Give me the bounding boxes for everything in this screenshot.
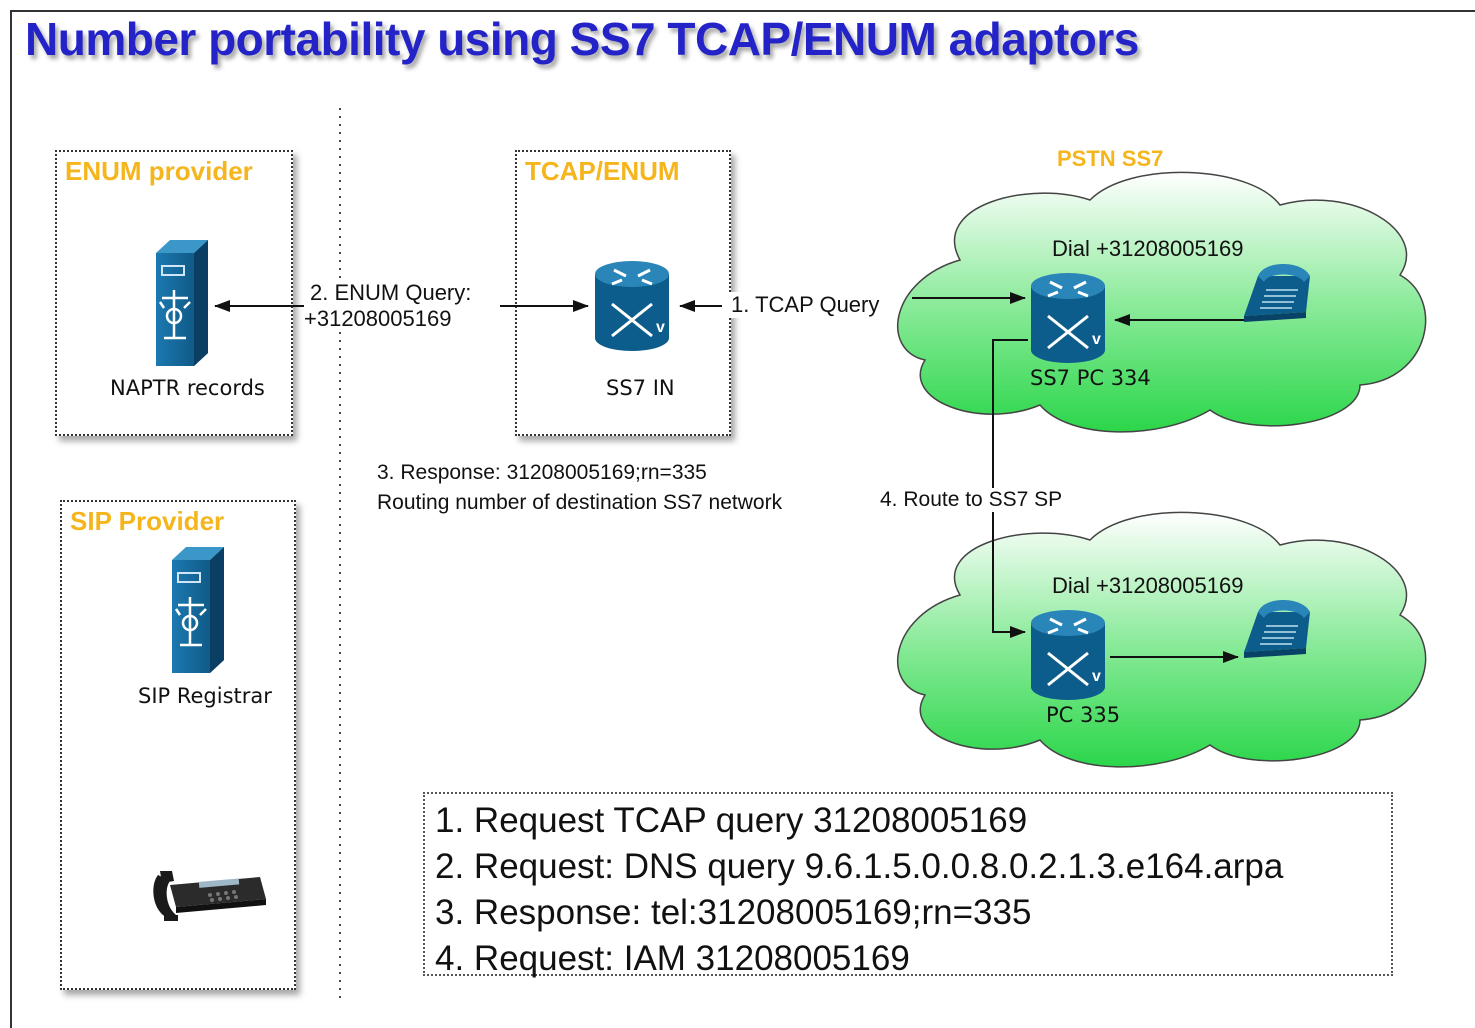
ss7-pc334-router-icon [1029, 271, 1107, 365]
response-line2: Routing number of destination SS7 networ… [377, 491, 783, 514]
sip-registrar-label: SIP Registrar [138, 684, 272, 708]
steps-legend: 1. Request TCAP query 31208005169 2. Req… [423, 792, 1393, 978]
pstn-cloud-bottom [897, 511, 1427, 768]
response-label: 3. Response: 31208005169;rn=335 Routing … [377, 458, 782, 518]
ss7-in-router-icon [593, 259, 671, 353]
sip-registrar-server-icon [170, 545, 226, 675]
legend-step-3: 3. Response: tel:31208005169;rn=335 [435, 893, 1032, 932]
top-dial-label: Dial +31208005169 [1052, 236, 1244, 261]
enum-query-line1: 2. ENUM Query: [310, 280, 472, 305]
tcap-enum-label: TCAP/ENUM [525, 156, 680, 186]
legend-step-2: 2. Request: DNS query 9.6.1.5.0.0.8.0.2.… [435, 847, 1284, 886]
pc335-router-icon [1029, 608, 1107, 702]
pstn-ss7-label: PSTN SS7 [1057, 146, 1164, 171]
pc335-label: PC 335 [1046, 703, 1121, 727]
legend-step-4: 4. Request: IAM 31208005169 [435, 939, 910, 978]
slide-frame [10, 10, 1475, 1028]
tcap-query-label: 1. TCAP Query [727, 292, 884, 318]
naptr-records-label: NAPTR records [110, 376, 265, 400]
route-to-sp-arrow [992, 339, 1028, 638]
pstn-cloud-top [897, 171, 1427, 433]
enum-query-line2: +31208005169 [304, 306, 452, 331]
bottom-dial-label: Dial +31208005169 [1052, 573, 1244, 598]
ss7-pc334-label: SS7 PC 334 [1030, 366, 1151, 390]
route-label: 4. Route to SS7 SP [880, 488, 1066, 512]
ss7-in-label: SS7 IN [606, 376, 675, 400]
sip-provider-label: SIP Provider [70, 506, 225, 536]
response-line1: 3. Response: 31208005169;rn=335 [377, 461, 707, 484]
naptr-server-icon [154, 238, 210, 368]
enum-query-label: 2. ENUM Query: +31208005169 [304, 280, 476, 332]
slide-title: Number portability using SS7 TCAP/ENUM a… [25, 13, 1139, 65]
enum-provider-label: ENUM provider [65, 156, 253, 186]
desk-phone-icon [153, 871, 266, 921]
legend-step-1: 1. Request TCAP query 31208005169 [435, 801, 1028, 840]
